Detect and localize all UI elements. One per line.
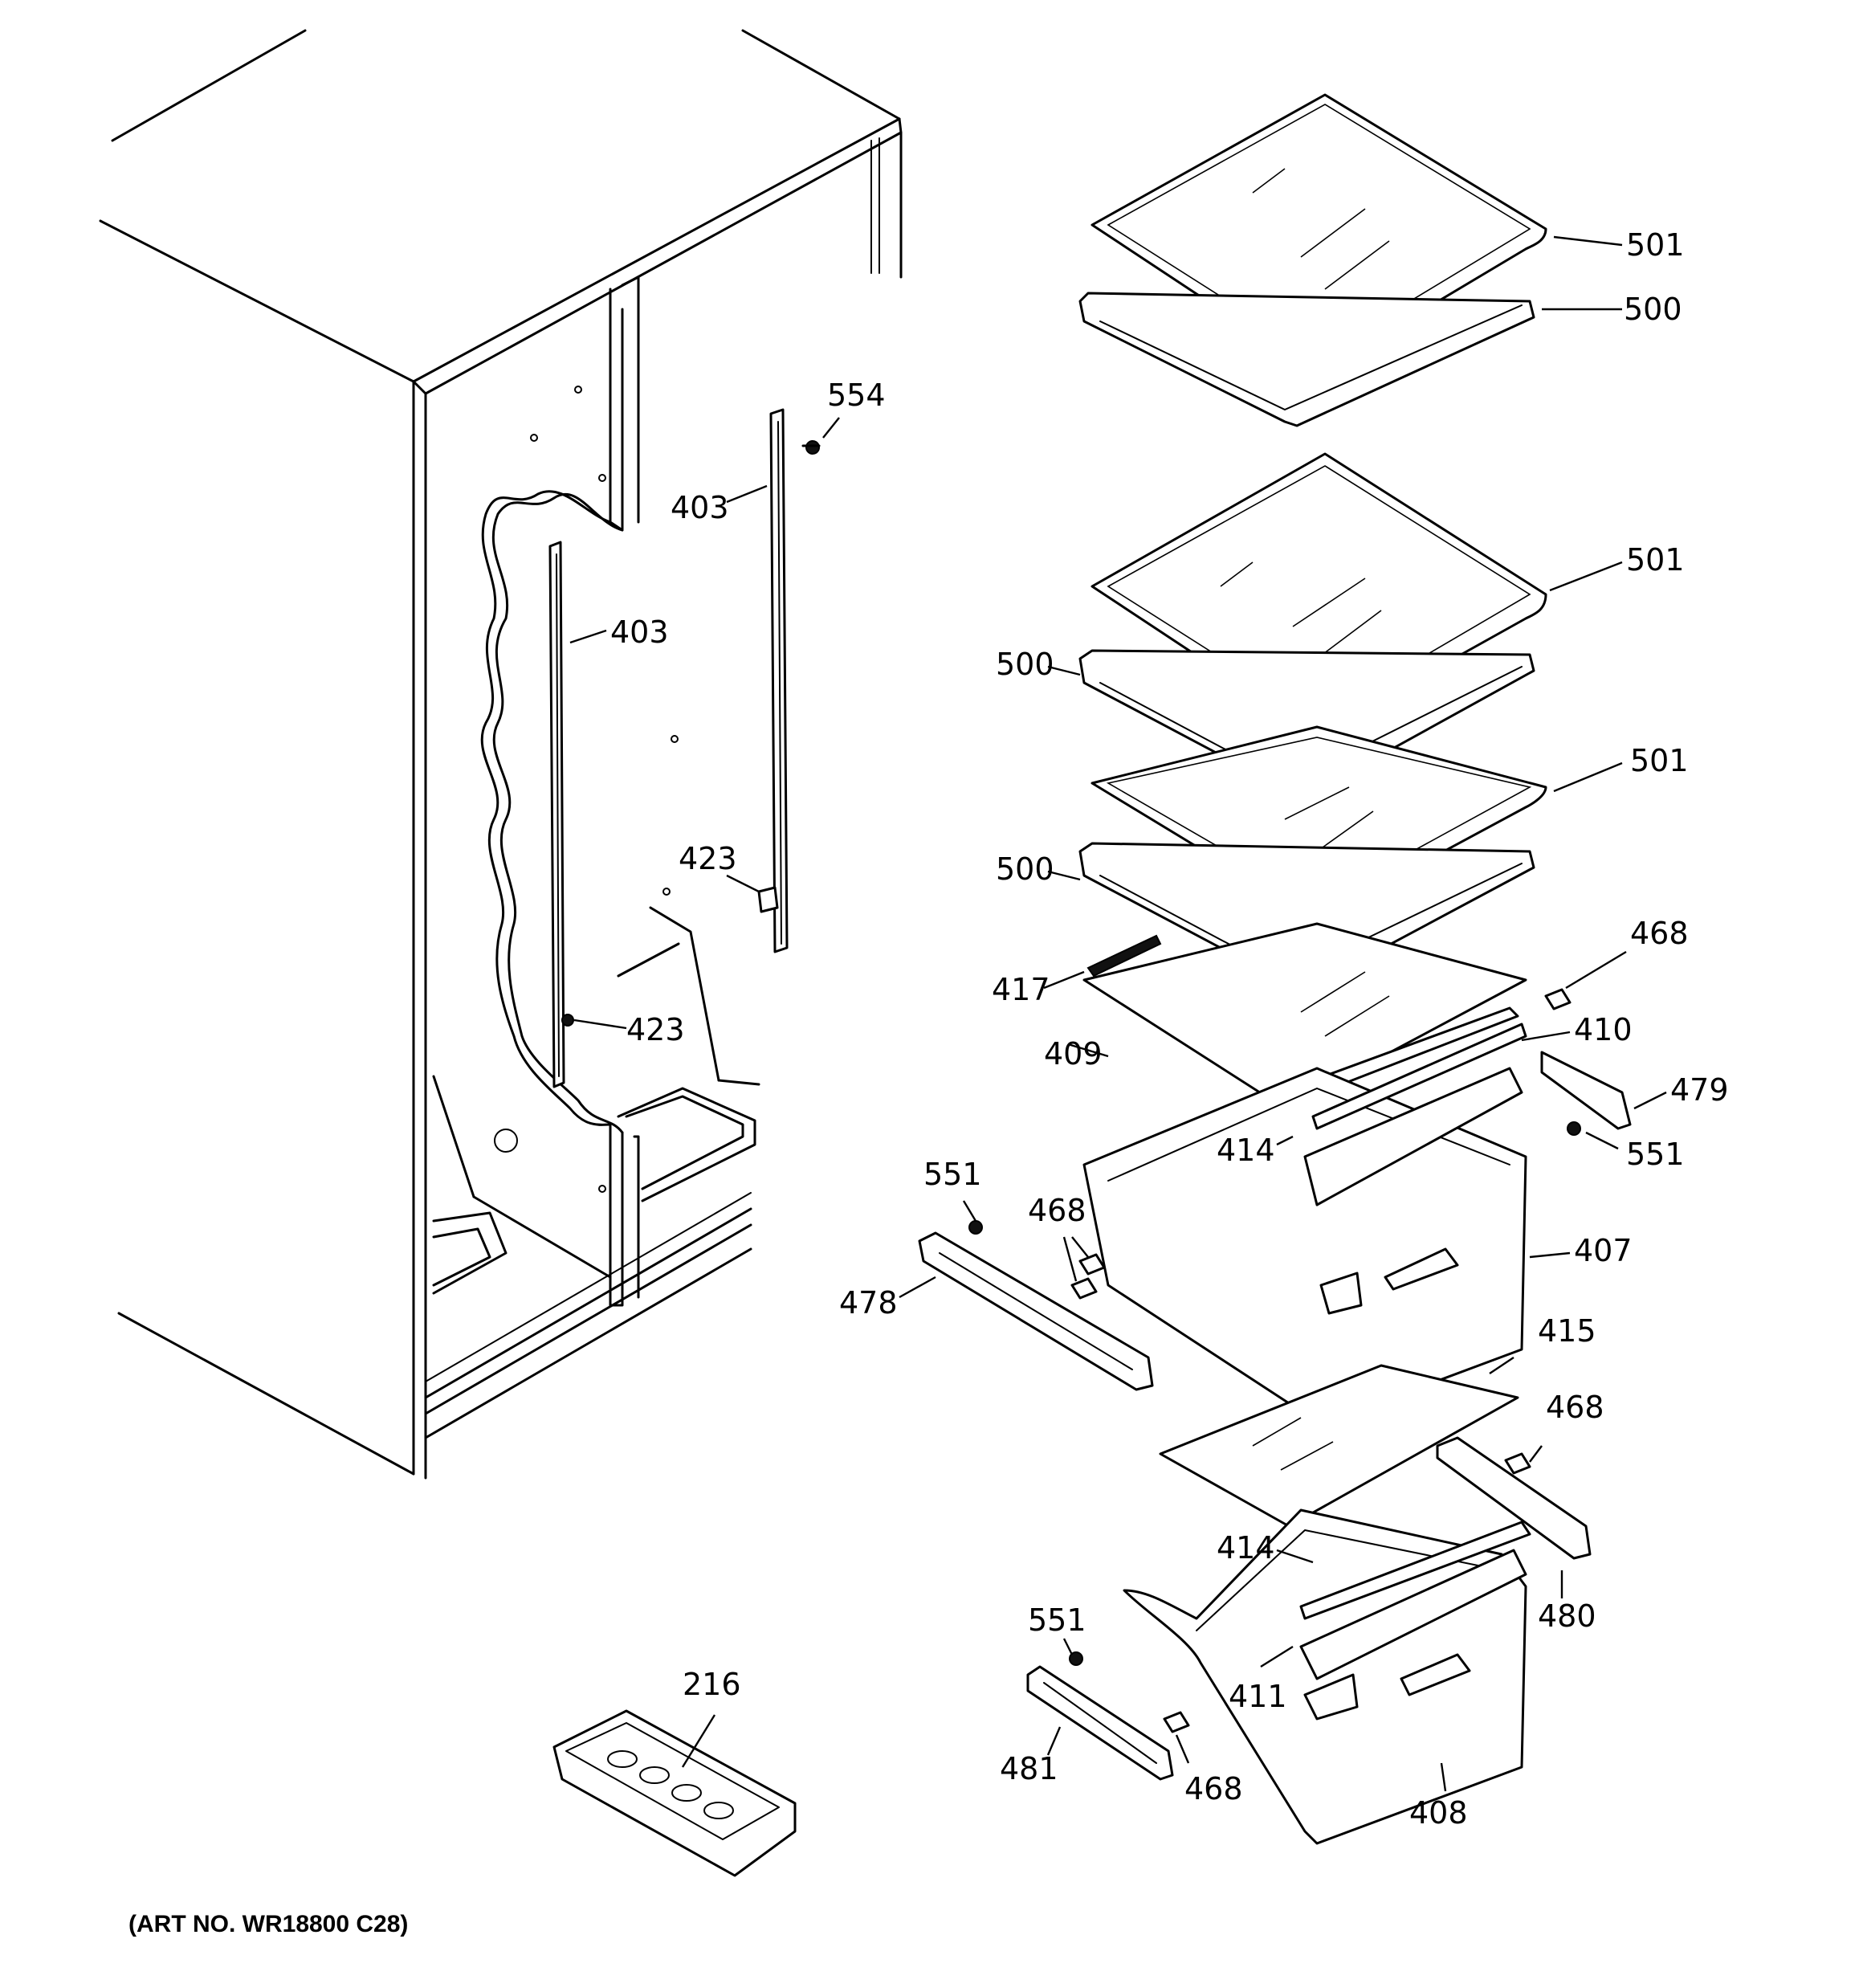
callout-403: 403 — [610, 614, 669, 650]
callout-478: 478 — [839, 1285, 898, 1321]
callout-554: 554 — [827, 378, 886, 413]
frame-500-top — [1078, 292, 1535, 427]
callout-500: 500 — [996, 851, 1054, 887]
divider-414-lower — [1299, 1521, 1531, 1620]
callout-415: 415 — [1538, 1313, 1596, 1349]
screw-554 — [801, 440, 821, 455]
callout-407: 407 — [1574, 1233, 1633, 1268]
slide-479 — [1540, 1051, 1632, 1130]
callout-500: 500 — [996, 647, 1054, 682]
part-417 — [1086, 934, 1162, 978]
shelf-rail-403-left — [548, 541, 574, 1088]
glass-415 — [1159, 1364, 1519, 1528]
callout-551: 551 — [1626, 1137, 1685, 1172]
callout-479: 479 — [1670, 1072, 1729, 1108]
callout-501: 501 — [1626, 227, 1685, 263]
stop-468-c — [1504, 1452, 1531, 1475]
screw-551-a — [968, 1220, 983, 1235]
callout-403: 403 — [671, 490, 729, 525]
callout-468: 468 — [1630, 916, 1689, 951]
callout-labels: 501 500 554 403 403 501 500 501 500 423 … — [610, 227, 1729, 1831]
callout-414: 414 — [1217, 1133, 1275, 1168]
callout-408: 408 — [1409, 1795, 1468, 1831]
screw-551-b — [1567, 1121, 1581, 1136]
callout-501: 501 — [1630, 743, 1689, 778]
slide-481 — [1026, 1665, 1174, 1781]
shelf-rail-403-right — [757, 408, 789, 953]
callout-411: 411 — [1229, 1679, 1287, 1714]
callout-216: 216 — [683, 1667, 741, 1702]
callout-551: 551 — [1028, 1602, 1086, 1638]
callout-410: 410 — [1574, 1012, 1633, 1047]
leader-lines — [569, 235, 1667, 1792]
stop-468-d — [1163, 1711, 1190, 1733]
crisper-drawer-408 — [1123, 1508, 1527, 1845]
bin-216 — [552, 1709, 797, 1877]
callout-423: 423 — [626, 1012, 685, 1047]
stop-468-a — [1544, 988, 1572, 1010]
crisper-drawer-407 — [1082, 1067, 1527, 1427]
shelf-501-lower — [1090, 725, 1547, 921]
slide-478 — [918, 1231, 1154, 1391]
callout-417: 417 — [992, 972, 1050, 1007]
glass-409 — [1082, 922, 1527, 1110]
art-number: (ART NO. WR18800 C28) — [128, 1911, 408, 1937]
callout-500: 500 — [1624, 292, 1682, 327]
callout-480: 480 — [1538, 1598, 1596, 1634]
callout-423: 423 — [679, 841, 737, 876]
callout-409: 409 — [1044, 1036, 1103, 1072]
callout-468: 468 — [1546, 1390, 1604, 1425]
divider-414-upper — [1311, 1023, 1527, 1130]
callout-468: 468 — [1028, 1193, 1086, 1228]
callout-551: 551 — [923, 1157, 982, 1192]
callout-468: 468 — [1184, 1771, 1243, 1806]
cabinet — [99, 29, 903, 1480]
screw-551-c — [1069, 1651, 1083, 1666]
callout-481: 481 — [1000, 1751, 1058, 1786]
callout-501: 501 — [1626, 542, 1685, 578]
stops-468-b — [1070, 1253, 1106, 1300]
callout-414: 414 — [1217, 1530, 1275, 1565]
slide-480 — [1436, 1436, 1592, 1560]
